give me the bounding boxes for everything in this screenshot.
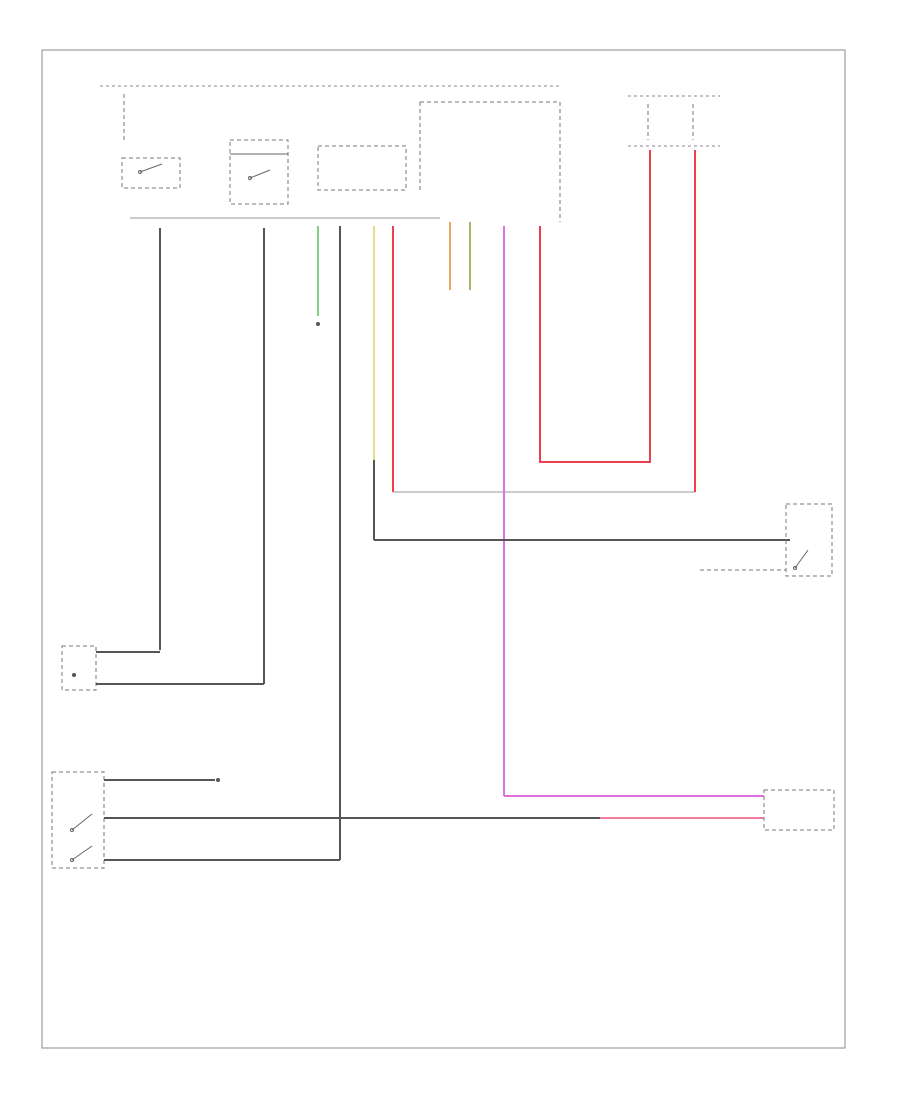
relay-left: [121, 157, 181, 189]
power-feed-right: [628, 95, 720, 147]
splice-black-6: [216, 778, 220, 782]
fuel-door-release: [61, 645, 264, 691]
splice-green: [316, 322, 320, 326]
power-feed-left: [100, 85, 560, 140]
lock-control-module: [51, 771, 105, 869]
door-lock-actuator: [763, 789, 835, 831]
body-control-module: [317, 145, 407, 191]
diagram-frame: [41, 49, 846, 1049]
relay-middle: [229, 139, 289, 205]
instrument-cluster: [419, 101, 561, 222]
trunk-lid-switch: [700, 503, 833, 577]
fuel-door-release-ground: [72, 673, 76, 677]
wire-red-loop: [539, 150, 651, 463]
